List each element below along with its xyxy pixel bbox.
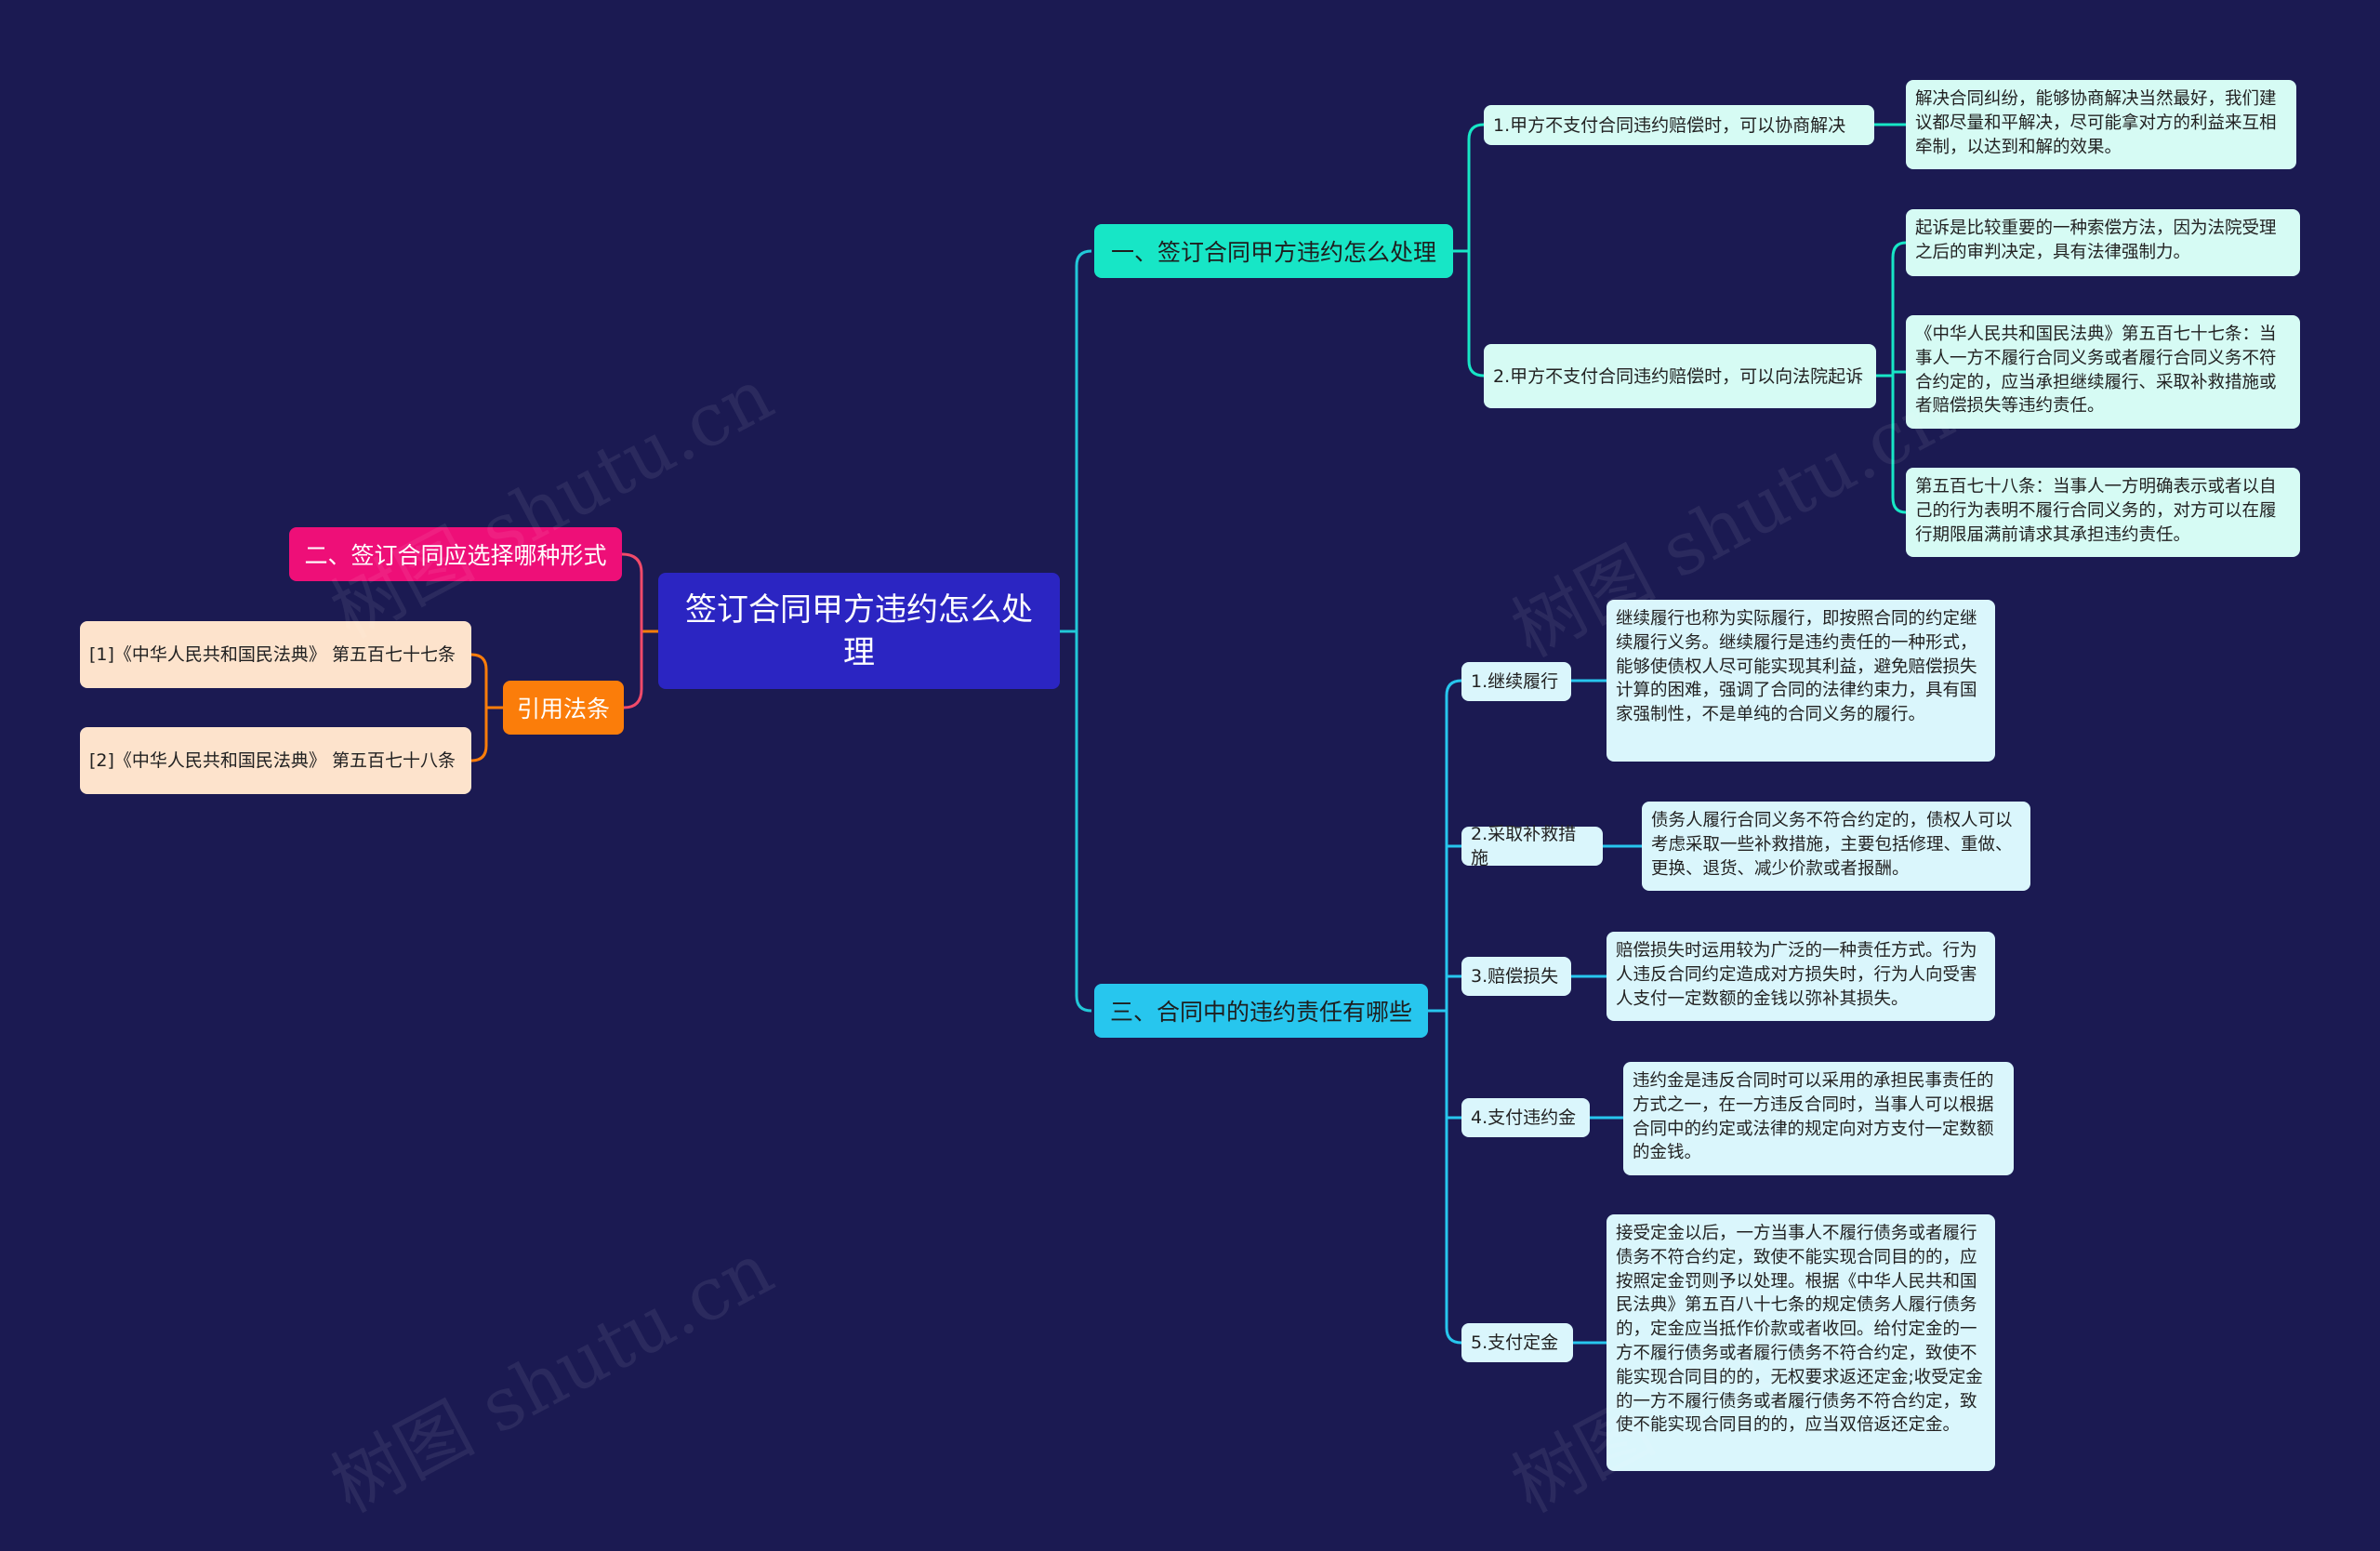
b3-item-5-note[interactable]: 接受定金以后，一方当事人不履行债务或者履行债务不符合约定，致使不能实现合同目的的… (1606, 1214, 1995, 1471)
b3-item-3-label: 3.赔偿损失 (1471, 966, 1559, 987)
b3-item-2-note[interactable]: 债务人履行合同义务不符合约定的，债权人可以考虑采取一些补救措施，主要包括修理、重… (1642, 802, 2030, 891)
citation-topic[interactable]: 引用法条 (503, 681, 624, 735)
citation-item-2[interactable]: [2]《中华人民共和国民法典》 第五百七十八条 (80, 727, 471, 794)
b1-item-2-label: 2.甲方不支付合同违约赔偿时，可以向法院起诉 (1493, 365, 1864, 387)
root-topic-label: 签订合同甲方违约怎么处理 (685, 590, 1033, 671)
b3-item-4-note[interactable]: 违约金是违反合同时可以采用的承担民事责任的方式之一，在一方违反合同时，当事人可以… (1623, 1062, 2014, 1175)
branch-3-topic[interactable]: 三、合同中的违约责任有哪些 (1094, 984, 1428, 1038)
b1-item-2-note-3-text: 第五百七十八条：当事人一方明确表示或者以自己的行为表明不履行合同义务的，对方可以… (1915, 477, 2277, 545)
b3-item-3-note[interactable]: 赔偿损失时运用较为广泛的一种责任方式。行为人违反合同约定造成对方损失时，行为人向… (1606, 932, 1995, 1021)
citation-label: 引用法条 (516, 696, 610, 722)
b1-item-1-label: 1.甲方不支付合同违约赔偿时，可以协商解决 (1493, 114, 1846, 136)
connector-trunk-right (1075, 249, 1092, 1013)
b1-item-2[interactable]: 2.甲方不支付合同违约赔偿时，可以向法院起诉 (1484, 344, 1876, 408)
b3-item-5[interactable]: 5.支付定金 (1461, 1323, 1573, 1362)
b3-item-5-note-text: 接受定金以后，一方当事人不履行债务或者履行债务不符合约定，致使不能实现合同目的的… (1616, 1224, 1983, 1436)
citation-item-2-text: [2]《中华人民共和国民法典》 第五百七十八条 (89, 750, 456, 771)
root-topic[interactable]: 签订合同甲方违约怎么处理 (658, 573, 1060, 689)
b3-item-1-label: 1.继续履行 (1471, 671, 1559, 692)
b1-item-2-note-2[interactable]: 《中华人民共和国民法典》第五百七十七条：当事人一方不履行合同义务或者履行合同义务… (1906, 315, 2300, 429)
connector-b1-children (1467, 123, 1485, 378)
branch-2-topic[interactable]: 二、签订合同应选择哪种形式 (289, 527, 622, 581)
b1-item-1-note-text: 解决合同纠纷，能够协商解决当然最好，我们建议都尽量和平解决，尽可能拿对方的利益来… (1915, 89, 2277, 157)
b3-item-3[interactable]: 3.赔偿损失 (1461, 957, 1571, 996)
b3-item-4[interactable]: 4.支付违约金 (1461, 1098, 1590, 1137)
b1-item-2-note-3[interactable]: 第五百七十八条：当事人一方明确表示或者以自己的行为表明不履行合同义务的，对方可以… (1906, 468, 2300, 557)
b1-item-1-note[interactable]: 解决合同纠纷，能够协商解决当然最好，我们建议都尽量和平解决，尽可能拿对方的利益来… (1906, 80, 2296, 169)
b3-item-4-label: 4.支付违约金 (1471, 1107, 1577, 1128)
connector-b1-2-notes (1891, 241, 1907, 514)
branch-2-label: 二、签订合同应选择哪种形式 (304, 542, 607, 569)
b3-item-1-note-text: 继续履行也称为实际履行，即按照合同的约定继续履行义务。继续履行是违约责任的一种形… (1616, 609, 1977, 725)
b3-item-2-label: 2.采取补救措施 (1471, 824, 1577, 868)
b3-item-2[interactable]: 2.采取补救措施 (1461, 824, 1603, 868)
branch-3-label: 三、合同中的违约责任有哪些 (1109, 999, 1412, 1026)
b3-item-5-label: 5.支付定金 (1471, 1332, 1559, 1353)
b3-item-4-note-text: 违约金是违反合同时可以采用的承担民事责任的方式之一，在一方违反合同时，当事人可以… (1633, 1071, 1994, 1163)
b1-item-1[interactable]: 1.甲方不支付合同违约赔偿时，可以协商解决 (1484, 105, 1874, 145)
b1-item-2-note-2-text: 《中华人民共和国民法典》第五百七十七条：当事人一方不履行合同义务或者履行合同义务… (1915, 325, 2277, 417)
b1-item-2-note-1[interactable]: 起诉是比较重要的一种索偿方法，因为法院受理之后的审判决定，具有法律强制力。 (1906, 209, 2300, 276)
b3-item-1-note[interactable]: 继续履行也称为实际履行，即按照合同的约定继续履行义务。继续履行是违约责任的一种形… (1606, 600, 1995, 762)
connector-cite-children (470, 653, 503, 762)
b3-item-3-note-text: 赔偿损失时运用较为广泛的一种责任方式。行为人违反合同约定造成对方损失时，行为人向… (1616, 941, 1977, 1009)
citation-item-1[interactable]: [1]《中华人民共和国民法典》 第五百七十七条 (80, 621, 471, 688)
b3-item-1[interactable]: 1.继续履行 (1461, 662, 1571, 701)
branch-1-label: 一、签订合同甲方违约怎么处理 (1110, 239, 1436, 266)
connector-b3-notes (1571, 679, 1642, 1345)
connector-left-trunk (621, 552, 643, 709)
b3-item-2-note-text: 债务人履行合同义务不符合约定的，债权人可以考虑采取一些补救措施，主要包括修理、重… (1651, 811, 2013, 879)
citation-item-1-text: [1]《中华人民共和国民法典》 第五百七十七条 (89, 644, 456, 665)
b1-item-2-note-1-text: 起诉是比较重要的一种索偿方法，因为法院受理之后的审判决定，具有法律强制力。 (1915, 219, 2277, 262)
branch-1-topic[interactable]: 一、签订合同甲方违约怎么处理 (1094, 224, 1453, 278)
connector-b3-children (1445, 679, 1462, 1345)
